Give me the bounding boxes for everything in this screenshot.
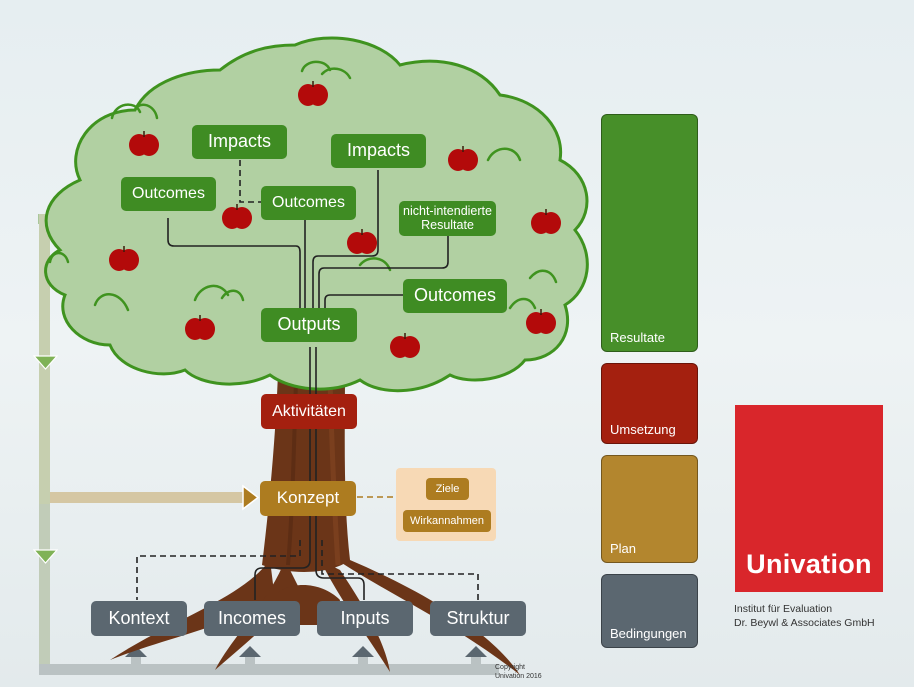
arrow-up-icon	[125, 646, 147, 657]
arrow-down-icon	[32, 355, 59, 370]
impacts-node[interactable]: Impacts	[331, 134, 426, 168]
apple-icon	[448, 146, 478, 171]
concept-details-panel: Ziele Wirkannahmen	[396, 468, 496, 541]
copyright-line1: Copyright	[495, 664, 525, 671]
apples	[109, 81, 561, 358]
legend-item-plan: Plan	[601, 455, 698, 563]
arrow-right-icon	[242, 484, 260, 511]
arrow-down-icon	[32, 549, 59, 564]
univation-logo: Univation	[735, 405, 883, 592]
logo-subtitle-line1: Institut für Evaluation	[734, 603, 833, 615]
goals-node[interactable]: Ziele	[426, 478, 469, 500]
unintended-results-node[interactable]: nicht-intendierte Resultate	[399, 201, 496, 236]
legend-label: Umsetzung	[610, 422, 676, 437]
logo-subtitle: Institut für Evaluation Dr. Beywl & Asso…	[734, 603, 875, 630]
impact-assumptions-node[interactable]: Wirkannahmen	[403, 510, 491, 532]
apple-icon	[531, 209, 561, 234]
concept-node[interactable]: Konzept	[260, 481, 356, 516]
outputs-node[interactable]: Outputs	[261, 308, 357, 342]
arrow-up-icon	[465, 646, 487, 657]
legend-label: Bedingungen	[610, 626, 687, 641]
outcomes-node[interactable]: Outcomes	[121, 177, 216, 211]
leaf-arcs	[48, 60, 558, 312]
copyright-line2: Univation 2016	[495, 672, 542, 680]
connector-lines	[167, 170, 449, 600]
legend-label: Resultate	[610, 330, 665, 345]
logo-name: Univation	[746, 549, 872, 579]
apple-icon	[222, 204, 252, 229]
impacts-node[interactable]: Impacts	[192, 125, 287, 159]
logo-subtitle-line2: Dr. Beywl & Associates GmbH	[734, 616, 875, 629]
copyright: Copyright Univation 2016	[495, 664, 542, 682]
activities-node[interactable]: Aktivitäten	[261, 394, 357, 429]
apple-icon	[526, 309, 556, 334]
legend-label: Plan	[610, 541, 637, 556]
outcomes-node[interactable]: Outcomes	[261, 186, 356, 220]
legend-item-conditions: Bedingungen	[601, 574, 698, 648]
outcomes-node[interactable]: Outcomes	[403, 279, 507, 313]
apple-icon	[390, 333, 420, 358]
feedback-loop	[32, 214, 499, 675]
root-node-incomes[interactable]: Incomes	[204, 601, 300, 636]
apple-icon	[109, 246, 139, 271]
feedback-to-concept-bar	[50, 492, 246, 503]
apple-icon	[347, 229, 377, 254]
legend-item-implementation: Umsetzung	[601, 363, 698, 444]
root-node-inputs[interactable]: Inputs	[317, 601, 413, 636]
apple-icon	[129, 131, 159, 156]
feedback-bottom-bar	[39, 664, 499, 675]
legend-item-results: Resultate	[601, 114, 698, 352]
root-node-context[interactable]: Kontext	[91, 601, 187, 636]
apple-icon	[185, 315, 215, 340]
apple-icon	[298, 81, 328, 106]
dashed-connectors	[136, 160, 479, 600]
root-node-structure[interactable]: Struktur	[430, 601, 526, 636]
arrow-up-icon	[352, 646, 374, 657]
arrow-up-icon	[239, 646, 261, 657]
